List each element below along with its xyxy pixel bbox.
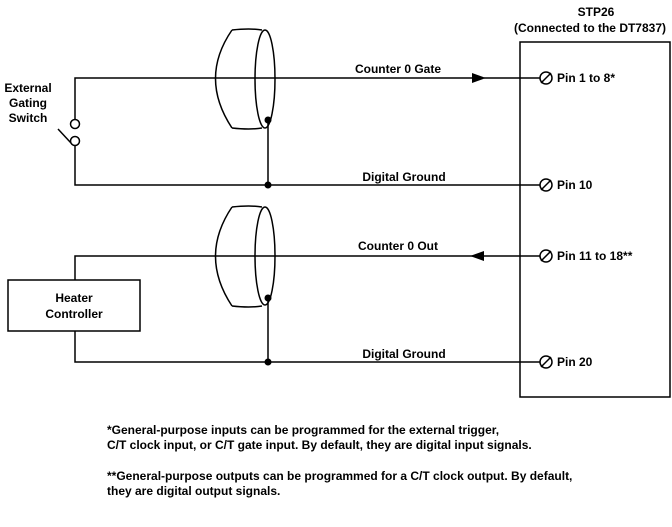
pin-label: Pin 10 [557, 178, 593, 192]
switch-label-line1: External [4, 81, 51, 95]
footnote-1-line-1: *General-purpose inputs can be programme… [107, 423, 500, 437]
junction-dot [264, 358, 272, 366]
arrow-right-icon [472, 73, 486, 83]
signal-ground-2: Digital Ground [362, 347, 445, 361]
board-subtitle: (Connected to the DT7837) [514, 21, 666, 35]
switch-label-line2: Gating [9, 96, 47, 110]
external-gating-switch [57, 118, 81, 147]
terminal-pin-1-8: Pin 1 to 8* [539, 71, 615, 85]
terminal-pin-20: Pin 20 [539, 355, 593, 369]
signal-ground-1: Digital Ground [362, 170, 445, 184]
footnote-2-line-1: **General-purpose outputs can be program… [107, 469, 573, 483]
heater-label-line2: Controller [45, 307, 103, 321]
counter-out-wire [74, 251, 540, 280]
junction-dot [264, 181, 272, 189]
shielded-cable-1 [214, 28, 276, 189]
heater-controller: Heater Controller [7, 279, 141, 332]
pin-label: Pin 11 to 18** [557, 249, 633, 263]
board-title: STP26 [578, 5, 615, 19]
ground-wire-2 [74, 331, 540, 363]
heater-label-line1: Heater [55, 291, 93, 305]
signal-counter-gate: Counter 0 Gate [355, 62, 441, 76]
pin-label: Pin 20 [557, 355, 593, 369]
shielded-cable-2 [214, 205, 276, 366]
footnote-2-line-2: they are digital output signals. [107, 484, 281, 498]
gate-wire [74, 73, 540, 120]
footnote-1-line-2: C/T clock input, or C/T gate input. By d… [107, 438, 532, 452]
terminal-pin-10: Pin 10 [539, 178, 593, 192]
pin-label: Pin 1 to 8* [557, 71, 615, 85]
ground-wire-1 [74, 146, 540, 186]
signal-counter-out: Counter 0 Out [358, 239, 438, 253]
junction-dot [264, 116, 272, 124]
switch-label-line3: Switch [9, 111, 48, 125]
arrow-left-icon [470, 251, 484, 261]
junction-dot [264, 294, 272, 302]
terminal-board [519, 41, 671, 398]
terminal-pin-11-18: Pin 11 to 18** [539, 249, 633, 263]
